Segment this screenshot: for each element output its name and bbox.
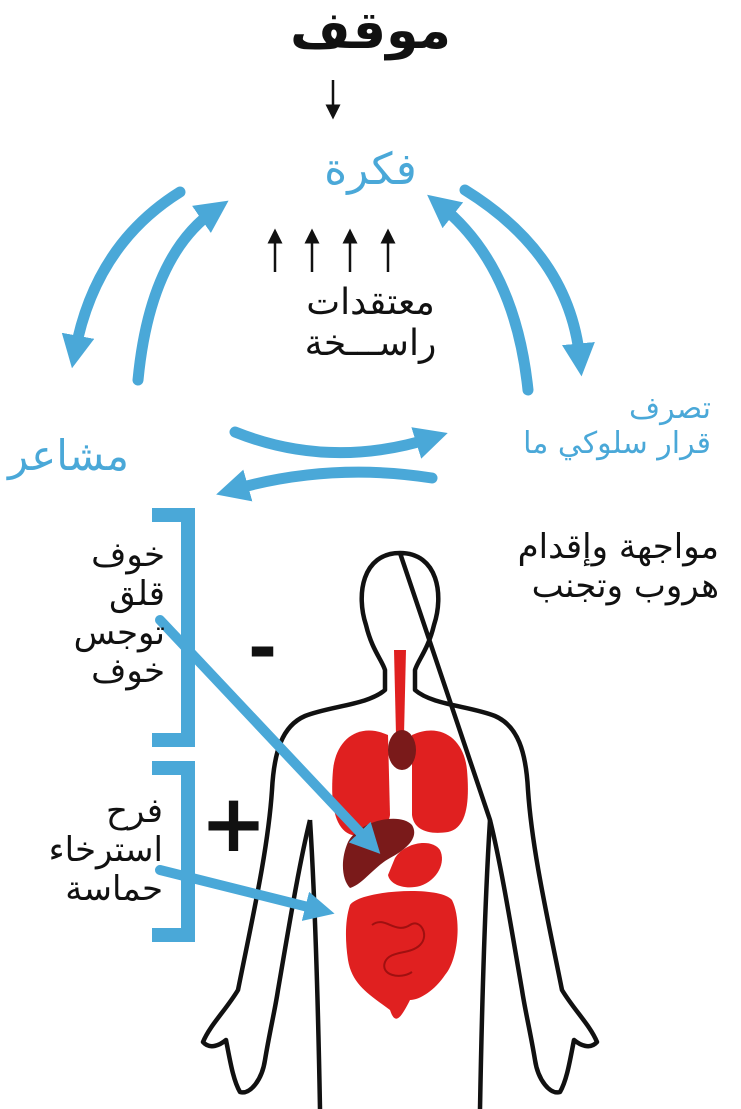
positive-emotions-list: فرح استرخاء حماسة xyxy=(25,792,163,908)
plus-sign: + xyxy=(200,778,267,870)
trachea xyxy=(394,650,406,735)
behavior-line-1: تصرف xyxy=(523,392,711,427)
left-lung xyxy=(332,730,390,835)
heart xyxy=(388,730,416,770)
negative-emotion: خوف xyxy=(30,536,165,575)
behavior-line-2: قرار سلوكي ما xyxy=(523,427,711,462)
thought-label: فكرة xyxy=(0,145,741,196)
beliefs-line-2: راســـخة xyxy=(0,323,741,364)
belief-up-arrows xyxy=(275,236,388,272)
negative-emotion: قلق xyxy=(30,575,165,614)
response-confront: مواجهة وإقدام xyxy=(518,528,719,567)
feelings-to-behavior-arrow xyxy=(235,432,432,453)
feelings-behavior-arrows xyxy=(232,432,432,490)
negative-emotion: خوف xyxy=(30,652,165,691)
negative-emotion: توجس xyxy=(30,614,165,653)
behavior-label: تصرف قرار سلوكي ما xyxy=(523,392,711,461)
minus-sign: - xyxy=(248,608,277,689)
response-avoid: هروب وتجنب xyxy=(518,567,719,606)
feelings-label: مشاعر xyxy=(8,432,129,480)
behavior-to-feelings-arrow xyxy=(232,472,432,490)
positive-emotion: حماسة xyxy=(25,870,163,909)
right-lung xyxy=(412,730,468,832)
situation-label: موقف xyxy=(0,2,741,62)
beliefs-line-1: معتقدات xyxy=(0,282,741,323)
positive-emotion: فرح xyxy=(25,792,163,831)
negative-emotions-list: خوف قلق توجس خوف xyxy=(30,536,165,691)
behavior-responses: مواجهة وإقدام هروب وتجنب xyxy=(518,528,719,606)
beliefs-label: معتقدات راســـخة xyxy=(0,282,741,365)
positive-emotion: استرخاء xyxy=(25,831,163,870)
intestines xyxy=(346,891,458,1019)
